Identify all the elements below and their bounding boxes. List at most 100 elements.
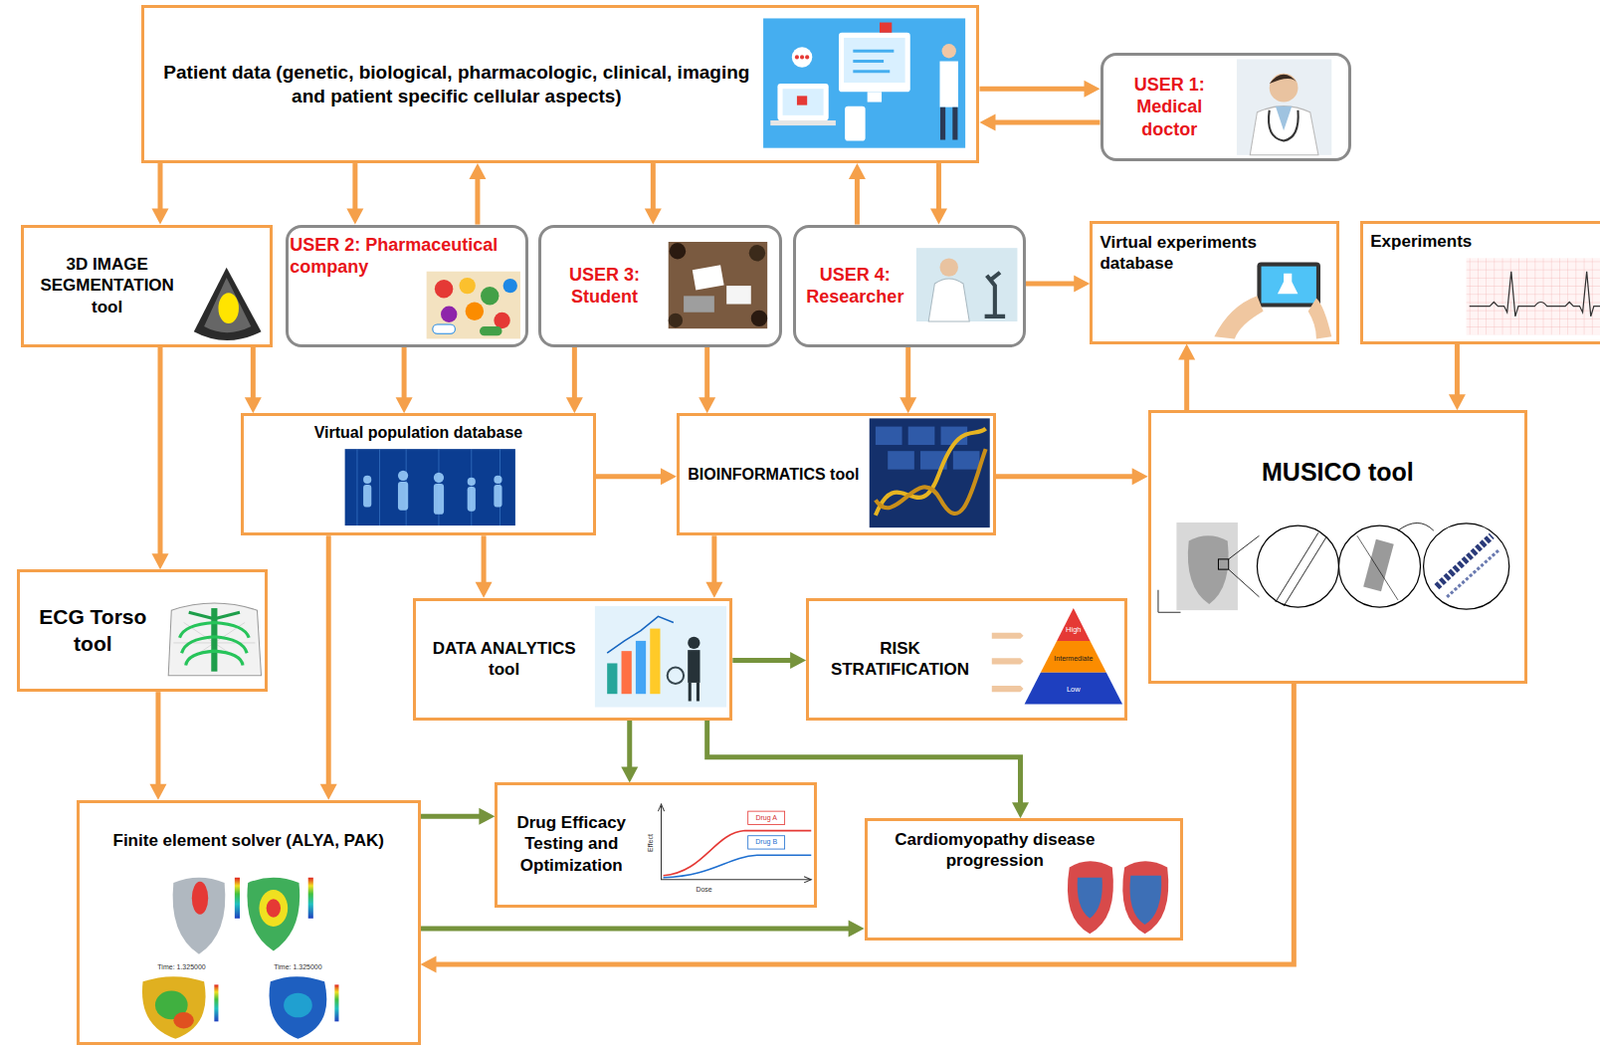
text-area: MUSICO tool — [1163, 448, 1513, 495]
connector — [596, 467, 677, 485]
arrowhead — [244, 397, 262, 413]
arrowhead — [396, 397, 413, 413]
fem-heart-pictures-part — [246, 877, 300, 952]
researcher-photo-part — [939, 257, 958, 276]
dna-picture-part — [887, 450, 915, 469]
arrowhead — [320, 784, 338, 800]
arrowhead — [899, 397, 917, 413]
patient-data-picture-part — [879, 22, 892, 33]
tablet-hands-picture-part — [1256, 262, 1321, 308]
dose-response-chart-part — [661, 805, 812, 880]
text-area: BIOINFORMATICS tool — [681, 423, 866, 527]
pills-photo-part — [465, 301, 484, 320]
user-label: USER 1: Medical doctor — [1108, 73, 1231, 142]
virtual-population-picture-part — [357, 448, 501, 526]
tool-box: MUSICO tool — [1148, 409, 1528, 684]
analytics-picture-part — [687, 649, 700, 683]
researcher-photo-part — [916, 247, 1018, 322]
students-photo-part — [726, 285, 752, 304]
fem-heart-pictures — [142, 877, 340, 1039]
arrowhead — [620, 766, 638, 783]
connector-line — [711, 535, 717, 586]
risk-pyramid-part — [992, 685, 1024, 692]
connector-line — [1454, 344, 1460, 399]
text-area: Cardiomyopathy disease progression — [872, 823, 1118, 875]
node-label: Drug Efficacy Testing and Optimization — [499, 811, 643, 876]
virtual-population-picture — [345, 448, 516, 526]
arrowhead — [1132, 467, 1149, 485]
muscle-model-picture-part — [1423, 523, 1510, 609]
connector-line — [1184, 357, 1190, 411]
user-box: USER 4: Researcher — [793, 224, 1026, 348]
connector — [1448, 344, 1466, 411]
connector-line — [905, 347, 911, 401]
connector-line — [250, 347, 256, 401]
patient-data-picture-part — [844, 106, 866, 142]
connector — [930, 163, 948, 225]
risk-pyramid-part — [992, 657, 1024, 664]
fem-heart-pictures-part — [283, 993, 313, 1018]
analytics-picture-part — [689, 682, 698, 701]
pills-photo-part — [479, 326, 503, 336]
fem-heart-pictures-part — [173, 877, 226, 955]
connector-line — [996, 473, 1136, 479]
muscle-model-picture-part — [1363, 539, 1395, 592]
arrowhead — [478, 807, 495, 825]
user-label: USER 2: Pharmaceutical company — [289, 233, 525, 279]
analytics-picture-part — [649, 628, 660, 695]
patient-data-picture-part — [943, 107, 956, 141]
students-photo-part — [668, 313, 683, 328]
connector-line — [596, 473, 664, 479]
pills-photo-part — [432, 324, 456, 334]
virtual-population-picture-part-part — [398, 481, 408, 511]
analytics-picture-part — [606, 615, 674, 653]
ultrasound-picture — [194, 267, 262, 341]
dna-picture-part — [875, 428, 987, 516]
connector — [149, 691, 167, 800]
figure-label: Drug A — [755, 813, 777, 822]
muscle-model-picture-part — [1176, 522, 1238, 610]
text-area: Drug Efficacy Testing and Optimization — [499, 788, 643, 901]
pills-photo-part — [480, 286, 499, 305]
pills-photo-part — [458, 277, 475, 294]
patient-data-picture-part — [852, 50, 894, 72]
connector-line — [481, 535, 487, 586]
muscle-model-picture-part — [1446, 549, 1500, 598]
connector-line — [155, 691, 161, 788]
pills-photo-part — [434, 279, 453, 298]
user-label: USER 3: Student — [546, 263, 664, 309]
figure-label: Time: 1.325000 — [273, 963, 322, 972]
user-box: USER 2: Pharmaceutical company — [285, 224, 529, 348]
connector — [979, 114, 1100, 132]
dose-response-chart-part — [663, 830, 812, 876]
researcher-photo-part — [985, 272, 1006, 317]
patient-data-picture-part — [783, 88, 824, 116]
pills-photo — [426, 271, 521, 340]
connector — [152, 163, 170, 225]
connector-line — [650, 163, 656, 212]
tablet-hands-picture-part — [1277, 273, 1299, 295]
arrowhead — [468, 163, 486, 180]
patient-data-picture-part — [843, 37, 906, 83]
fem-heart-pictures-part — [173, 1011, 195, 1028]
arrowhead — [1073, 275, 1090, 293]
arrowhead — [698, 397, 716, 413]
ultrasound-picture-part — [194, 267, 262, 341]
heart-anatomy-pictures — [1067, 860, 1169, 934]
connector-line — [979, 86, 1087, 92]
connector — [396, 347, 413, 414]
connector — [698, 347, 716, 414]
user-box: USER 1: Medical doctor — [1100, 52, 1352, 162]
students-photo — [668, 241, 768, 329]
tool-box: Finite element solver (ALYA, PAK) — [76, 800, 421, 1045]
connector-line — [1025, 281, 1078, 287]
muscle-model-picture-part — [1436, 535, 1492, 587]
patient-data-picture-part — [795, 54, 800, 59]
virtual-population-picture-part-part — [467, 486, 476, 512]
muscle-model-picture-part — [1217, 559, 1228, 570]
virtual-population-picture-part-part — [467, 477, 476, 486]
node-label: 3D IMAGE SEGMENTATION tool — [24, 253, 191, 318]
virtual-population-picture-part — [363, 470, 502, 515]
virtual-population-picture-part-part — [433, 483, 444, 515]
patient-data-picture-part — [800, 54, 804, 59]
